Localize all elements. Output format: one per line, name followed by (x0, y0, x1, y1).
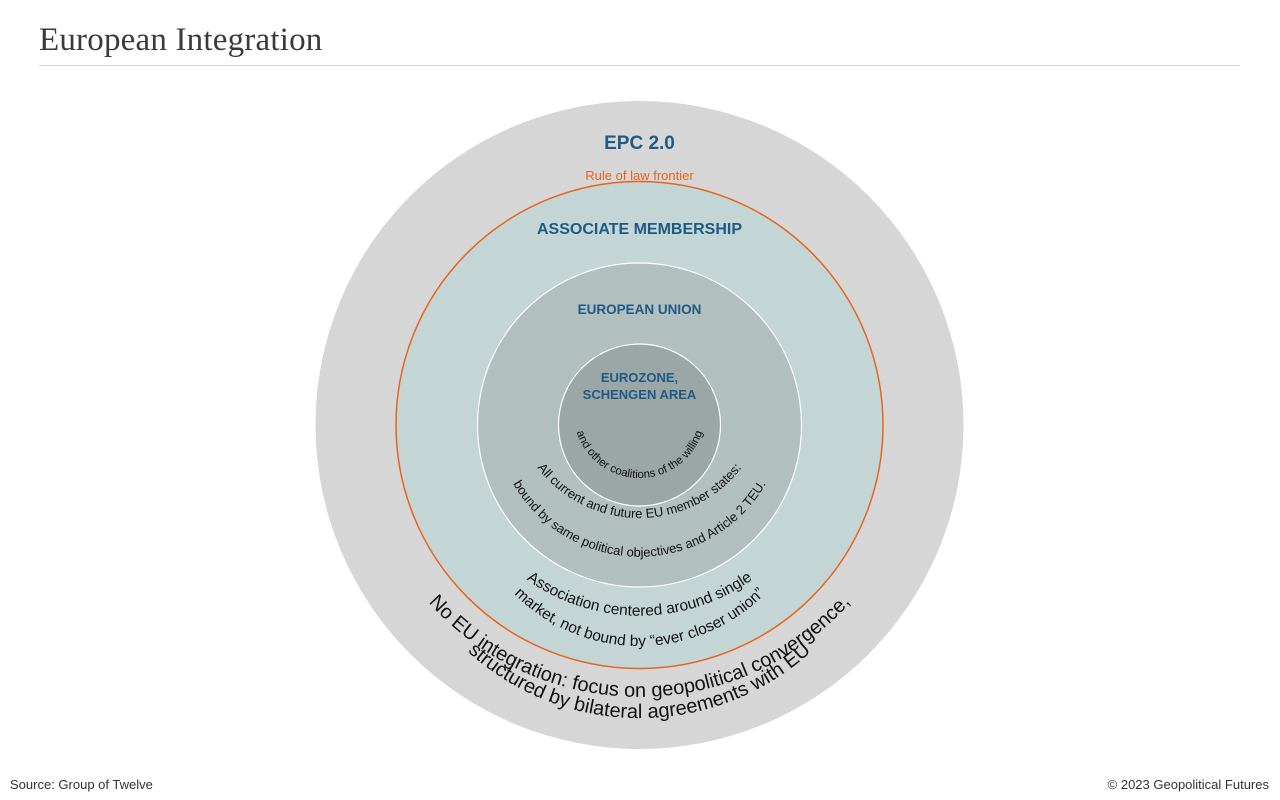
ring-eurozone-schengen (557, 343, 722, 507)
page-title: European Integration (39, 22, 323, 58)
eurozone-heading-line1: EUROZONE, (601, 370, 678, 385)
source-note: Source: Group of Twelve (10, 777, 153, 792)
associate-membership-heading: ASSOCIATE MEMBERSHIP (537, 221, 742, 238)
frontier-label: Rule of law frontier (585, 168, 694, 183)
copyright-note: © 2023 Geopolitical Futures (1107, 777, 1269, 792)
european-union-heading: EUROPEAN UNION (578, 302, 702, 317)
epc-heading: EPC 2.0 (604, 133, 675, 154)
rule-of-law-frontier-line (395, 180, 884, 670)
eurozone-heading-line2: SCHENGEN AREA (583, 387, 697, 402)
title-divider (39, 65, 1240, 66)
